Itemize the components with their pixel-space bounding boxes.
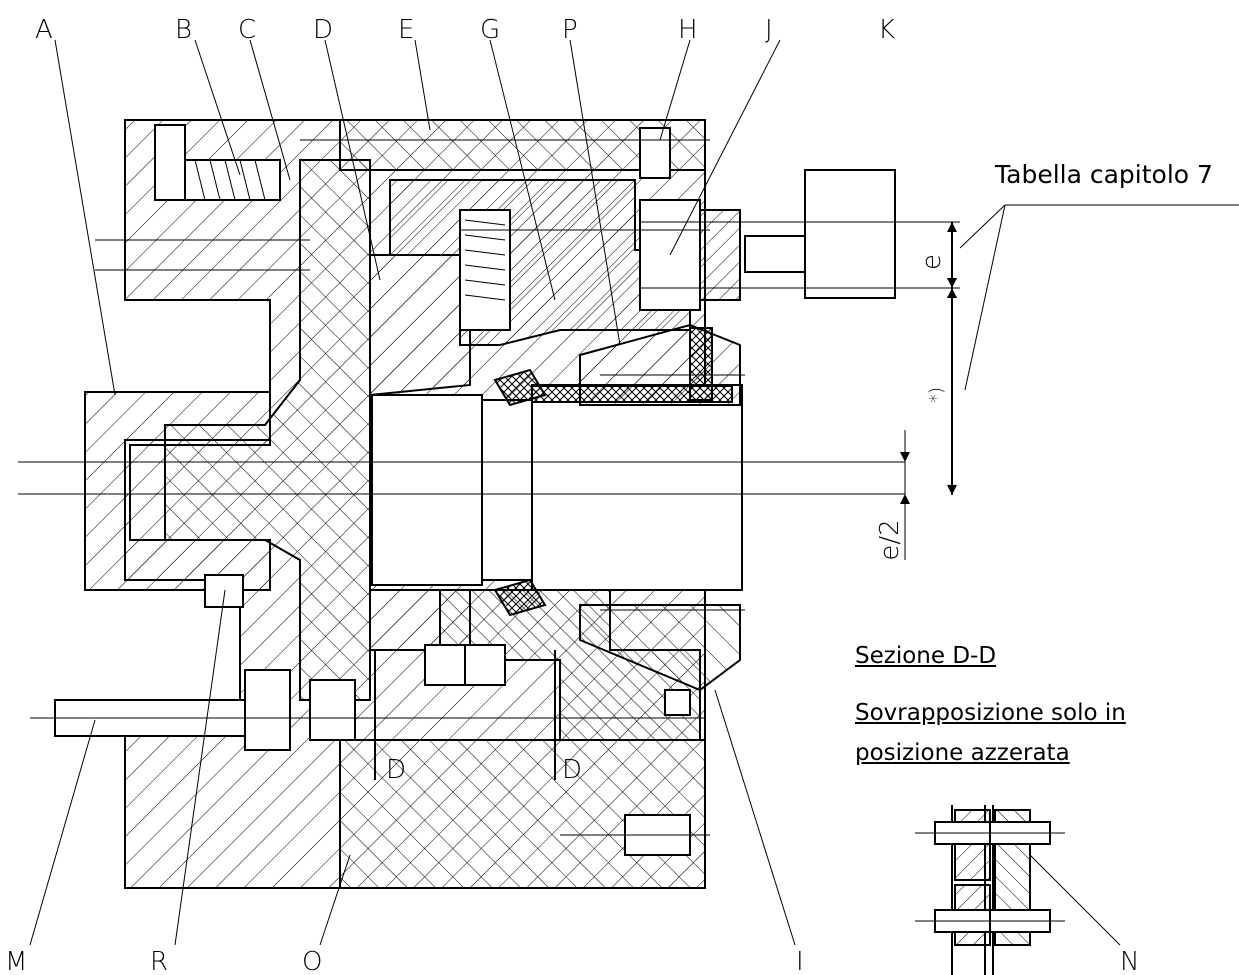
label-e: E xyxy=(398,15,414,45)
overlap-note-line2: posizione azzerata xyxy=(855,740,1070,766)
label-k: K xyxy=(878,15,895,45)
label-b: B xyxy=(175,15,192,45)
label-p: P xyxy=(562,15,578,45)
dim-half-e: e/2 xyxy=(875,519,905,560)
part-labels: A B C D E G P H J K M R O I N D D xyxy=(5,15,1139,975)
label-h: H xyxy=(678,15,698,45)
section-mark-right: D xyxy=(562,755,582,785)
hub xyxy=(164,159,371,701)
section-line xyxy=(374,650,556,780)
overlap-note-line1: Sovrapposizione solo in xyxy=(855,700,1126,726)
bore-sleeve xyxy=(371,368,743,617)
screws xyxy=(154,124,701,856)
label-g: G xyxy=(480,15,500,45)
label-n: N xyxy=(1120,947,1139,975)
dim-e: e xyxy=(917,254,947,270)
leader-lines xyxy=(29,39,1121,946)
label-i: I xyxy=(796,947,804,975)
dim-asterisk: *) xyxy=(926,387,947,403)
label-m: M xyxy=(5,947,27,975)
label-r: R xyxy=(150,947,168,975)
label-a: A xyxy=(35,15,53,45)
dimension-labels: e *) e/2 xyxy=(875,254,947,561)
section-mark-left: D xyxy=(386,755,406,785)
label-o: O xyxy=(302,947,322,975)
section-detail xyxy=(915,805,1065,975)
table-reference: Tabella capitolo 7 xyxy=(995,160,1213,189)
sensor xyxy=(699,169,896,301)
dimension-lines xyxy=(640,204,1239,560)
label-j: J xyxy=(765,15,773,45)
center-lines xyxy=(18,139,905,836)
label-d: D xyxy=(313,15,333,45)
section-title: Sezione D-D xyxy=(855,643,997,669)
label-c: C xyxy=(238,15,256,45)
